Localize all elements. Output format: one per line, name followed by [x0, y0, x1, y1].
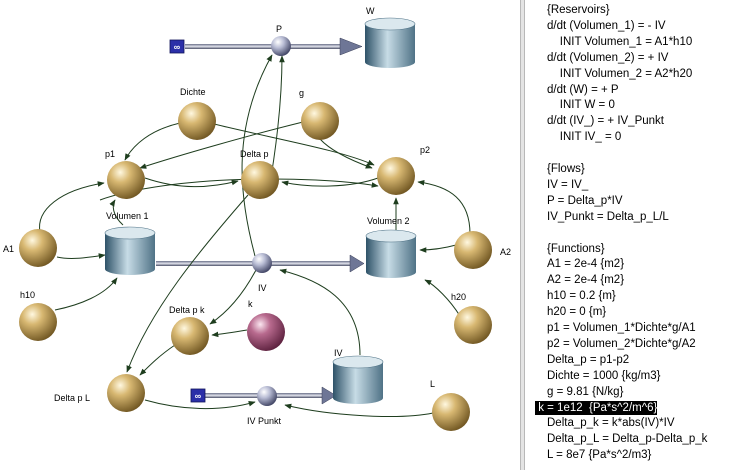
cloud-source-icon[interactable]: ∞	[190, 388, 206, 403]
label-l: L	[430, 379, 435, 389]
cloud-source-icon[interactable]: ∞	[169, 39, 185, 54]
converter-l[interactable]: L	[430, 379, 470, 431]
converter-g[interactable]: g	[299, 88, 339, 140]
equation-line-selected[interactable]: k = 1e12 {Pa*s^2/m^6}	[535, 400, 658, 415]
equation-line[interactable]: INIT Volumen_2 = A2*h20	[547, 67, 693, 80]
label-a2: A2	[500, 247, 511, 257]
equations-panel[interactable]: {Reservoirs} d/dt (Volumen_1) = - IV INIT…	[525, 0, 743, 470]
valve-iv-punkt[interactable]: IV Punkt	[247, 386, 282, 426]
converter-delta-p-k[interactable]: Delta p k	[169, 305, 209, 355]
stock-w[interactable]: W	[364, 6, 416, 68]
equation-line[interactable]: {Reservoirs}	[547, 4, 610, 16]
label-volumen-1: Volumen 1	[106, 211, 149, 221]
flow-pipe-p	[185, 37, 363, 56]
stock-iv[interactable]: IV	[332, 348, 384, 404]
connectors	[39, 54, 471, 417]
equation-line[interactable]: INIT Volumen_1 = A1*h10	[547, 35, 693, 48]
converter-delta-p-l[interactable]: Delta p L	[54, 374, 145, 412]
label-delta-p: Delta p	[240, 149, 269, 159]
equation-line[interactable]: A1 = 2e-4 {m2}	[547, 258, 625, 271]
equation-line[interactable]: Delta_p_L = Delta_p-Delta_p_k	[547, 433, 708, 446]
valve-p[interactable]: P	[271, 24, 291, 56]
equation-line[interactable]: INIT W = 0	[547, 99, 615, 112]
label-g: g	[299, 88, 304, 98]
converter-p1[interactable]: p1	[105, 149, 145, 199]
equation-line[interactable]: L = 8e7 {Pa*s^2/m3}	[547, 449, 652, 462]
equation-line[interactable]: Delta_p_k = k*abs(IV)*IV	[547, 417, 675, 430]
equation-line[interactable]: d/dt (Volumen_2) = + IV	[547, 51, 669, 64]
diagram-canvas[interactable]: ∞ ∞ W Volumen 1 Volumen 2 IV P IV	[0, 0, 520, 470]
equation-line[interactable]: {Flows}	[547, 163, 585, 175]
label-p: P	[276, 24, 282, 34]
panel-splitter[interactable]	[520, 0, 525, 470]
converter-delta-p[interactable]: Delta p	[240, 149, 279, 199]
label-p2: p2	[420, 145, 430, 155]
equation-line[interactable]: p1 = Volumen_1*Dichte*g/A1	[547, 322, 696, 334]
label-w: W	[366, 6, 375, 16]
equation-line[interactable]: A2 = 2e-4 {m2}	[547, 274, 625, 287]
stock-volumen-2[interactable]: Volumen 2	[365, 216, 417, 278]
label-volumen-2: Volumen 2	[367, 216, 410, 226]
label-a1: A1	[3, 244, 14, 254]
equation-line[interactable]: h20 = 0 {m}	[547, 306, 607, 319]
converter-a2[interactable]: A2	[454, 231, 511, 269]
equation-line[interactable]: Dichte = 1000 {kg/m3}	[547, 369, 661, 382]
label-iv-punkt: IV Punkt	[247, 416, 282, 426]
converter-h10[interactable]: h10	[19, 290, 57, 341]
label-h10: h10	[20, 290, 35, 300]
valve-iv[interactable]: IV	[252, 253, 272, 293]
label-iv: IV	[258, 283, 267, 293]
equation-line[interactable]: IV = IV_	[547, 178, 589, 191]
equation-line[interactable]: p2 = Volumen_2*Dichte*g/A2	[547, 337, 696, 350]
label-dichte: Dichte	[180, 87, 206, 97]
constant-k[interactable]: k	[247, 299, 285, 351]
label-delta-p-l: Delta p L	[54, 393, 90, 403]
converter-dichte[interactable]: Dichte	[178, 87, 216, 140]
equation-line[interactable]: g = 9.81 {N/kg}	[547, 385, 624, 398]
label-p1: p1	[105, 149, 115, 159]
equation-line[interactable]: {Functions}	[547, 242, 605, 255]
label-h20: h20	[451, 292, 466, 302]
equation-line[interactable]: d/dt (IV_) = + IV_Punkt	[547, 115, 664, 128]
label-iv-stock: IV	[334, 348, 343, 358]
svg-text:∞: ∞	[174, 42, 181, 52]
converter-p2[interactable]: p2	[377, 145, 430, 195]
equation-line[interactable]: P = Delta_p*IV	[547, 194, 623, 207]
equation-line[interactable]: IV_Punkt = Delta_p_L/L	[547, 210, 669, 223]
equation-line[interactable]: Delta_p = p1-p2	[547, 353, 630, 366]
converter-h20[interactable]: h20	[451, 292, 492, 344]
label-k: k	[248, 299, 253, 309]
converter-a1[interactable]: A1	[3, 229, 57, 267]
svg-text:∞: ∞	[195, 391, 202, 401]
equation-line[interactable]: d/dt (Volumen_1) = - IV	[547, 19, 666, 32]
equation-line[interactable]: d/dt (W) = + P	[547, 83, 619, 96]
label-delta-p-k: Delta p k	[169, 305, 205, 315]
equation-line[interactable]: INIT IV_ = 0	[547, 131, 622, 144]
stock-volumen-1[interactable]: Volumen 1	[104, 211, 156, 275]
equation-line[interactable]: h10 = 0.2 {m}	[547, 290, 616, 303]
